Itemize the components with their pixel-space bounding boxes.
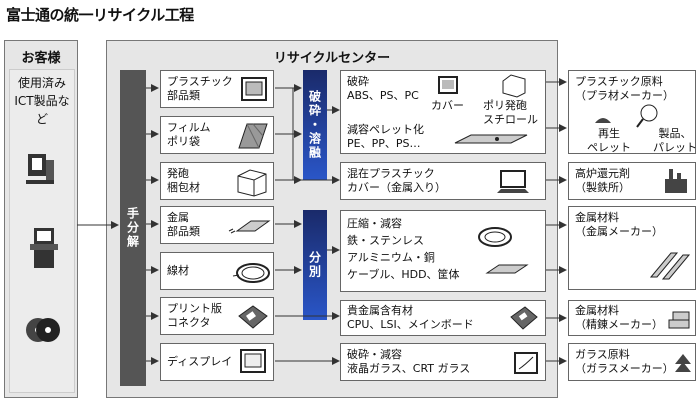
pellet-detail: PE、PP、PS… xyxy=(347,137,421,150)
process-detail: 液晶ガラス、CRT ガラス xyxy=(347,362,471,375)
output-label: 金属材料 xyxy=(575,304,619,317)
factory-icon xyxy=(665,169,687,193)
process-detail: アルミニウム・銅 xyxy=(347,251,435,264)
output-label: プラスチック原料 xyxy=(575,75,663,88)
item-sublabel: コネクタ xyxy=(167,316,211,329)
item-label: 金属 xyxy=(167,211,189,224)
output-label: 金属材料 xyxy=(575,211,619,224)
manual-sort-label: 手分解 xyxy=(125,207,140,249)
product-output-label: 製品、 xyxy=(658,127,692,140)
foam-label: ポリ発砲 xyxy=(483,99,527,112)
circuit-board-icon xyxy=(238,305,268,329)
computer-case-icon xyxy=(241,77,267,101)
output-box-plastic: プラスチック原料（プラ材メーカー） 再生ペレット 製品、パレット xyxy=(568,70,697,154)
manual-sort-bar: 手分解 xyxy=(120,70,146,386)
foam-block-icon xyxy=(502,74,526,98)
laptop-icon xyxy=(497,170,529,193)
foam-box-icon xyxy=(237,169,267,197)
kiosk-terminal-icon xyxy=(30,228,58,268)
process-label: 破砕・減容 xyxy=(347,348,402,361)
pellet-output-sublabel: ペレット xyxy=(587,141,631,154)
wire-coil-icon xyxy=(232,263,270,283)
item-box-film: フィルムポリ袋 xyxy=(160,116,274,154)
cover-icon xyxy=(438,76,458,94)
output-box-metal: 金属材料（金属メーカー） xyxy=(568,206,696,290)
item-sublabel: 部品類 xyxy=(167,89,200,102)
process-detail: CPU、LSI、メインボード xyxy=(347,318,474,331)
pellet-pile-icon xyxy=(595,118,611,123)
output-box-refine: 金属材料（精錬メーカー） xyxy=(568,300,696,336)
item-sublabel: ポリ袋 xyxy=(167,135,200,148)
metal-plate-icon xyxy=(485,264,529,274)
item-box-pcb: プリント版コネクタ xyxy=(160,297,274,335)
sort-bar: 分別 xyxy=(303,210,327,320)
output-detail: （金属メーカー） xyxy=(575,225,663,238)
paddle-icon xyxy=(636,104,658,128)
pellet-output-label: 再生 xyxy=(598,127,620,140)
metal-bars-icon xyxy=(649,252,691,280)
item-box-display: ディスプレイ xyxy=(160,343,274,381)
process-box-mixed-plastic: 混在プラスチックカバー（金属入り） xyxy=(340,162,546,200)
product-output-sublabel: パレット xyxy=(653,141,697,154)
disc-icon xyxy=(26,318,60,342)
pellet-tray-icon xyxy=(454,134,528,144)
item-label: フィルム xyxy=(167,121,211,134)
process-label: 破砕 xyxy=(347,75,369,88)
output-label: 高炉還元剤 xyxy=(575,167,630,180)
foam-sublabel: スチロール xyxy=(483,113,538,126)
display-monitor-icon xyxy=(240,349,266,373)
diagram-title: 富士通の統一リサイクル工程 xyxy=(6,6,194,24)
output-box-glass: ガラス原料（ガラスメーカー） xyxy=(568,343,696,381)
glass-cullet-icon xyxy=(675,354,691,372)
crush-melt-label: 破砕・溶融 xyxy=(307,90,322,160)
output-detail: （精錬メーカー） xyxy=(575,318,663,331)
item-box-plastic: プラスチック部品類 xyxy=(160,70,274,108)
item-label: 線材 xyxy=(167,264,189,277)
crush-melt-bar: 破砕・溶融 xyxy=(303,70,327,180)
process-label: 圧縮・減容 xyxy=(347,217,402,230)
film-bag-icon xyxy=(238,123,268,149)
item-sublabel: 部品類 xyxy=(167,225,200,238)
glass-panel-icon xyxy=(514,352,538,374)
item-label: プラスチック xyxy=(167,75,233,88)
chip-board-icon xyxy=(510,306,538,330)
customer-panel: お客様 使用済み ICT製品など xyxy=(4,40,78,398)
sort-label: 分別 xyxy=(307,251,322,279)
item-sublabel: 梱包材 xyxy=(167,181,200,194)
process-detail: カバー（金属入り） xyxy=(347,181,446,194)
process-box-compress: 圧縮・減容鉄・ステンレスアルミニウム・銅ケーブル、HDD、筐体 xyxy=(340,210,546,292)
process-box-glass: 破砕・減容液晶ガラス、CRT ガラス xyxy=(340,343,546,381)
pellet-label: 減容ペレット化 xyxy=(347,123,424,136)
process-detail: 鉄・ステンレス xyxy=(347,234,424,247)
cover-label: カバー xyxy=(431,99,464,112)
cable-coil-icon xyxy=(478,227,512,247)
metal-parts-icon xyxy=(228,220,271,234)
output-detail: （ガラスメーカー） xyxy=(575,362,674,375)
item-label: 発砲 xyxy=(167,167,189,180)
item-box-metal: 金属部品類 xyxy=(160,206,274,244)
item-label: プリント版 xyxy=(167,302,222,315)
ingot-stack-icon xyxy=(668,311,690,329)
item-box-foam: 発砲梱包材 xyxy=(160,162,274,200)
process-detail: ABS、PS、PC xyxy=(347,89,419,102)
output-box-furnace: 高炉還元剤（製鉄所） xyxy=(568,162,696,200)
item-label: ディスプレイ xyxy=(167,355,233,368)
output-detail: （プラ材メーカー） xyxy=(575,89,674,102)
customer-desc: 使用済み ICT製品など xyxy=(10,74,74,128)
output-detail: （製鉄所） xyxy=(575,181,630,194)
recycle-center-header: リサイクルセンター xyxy=(273,51,391,66)
output-label: ガラス原料 xyxy=(575,348,630,361)
customer-desc-line2: ICT製品など xyxy=(14,94,70,126)
desktop-pc-icon xyxy=(26,154,54,184)
process-label: 混在プラスチック xyxy=(347,167,435,180)
customer-desc-line1: 使用済み xyxy=(17,76,66,90)
item-box-wire: 線材 xyxy=(160,252,274,290)
process-detail: ケーブル、HDD、筐体 xyxy=(347,268,460,281)
customer-header: お客様 xyxy=(21,51,61,66)
process-label: 貴金属含有材 xyxy=(347,304,413,317)
